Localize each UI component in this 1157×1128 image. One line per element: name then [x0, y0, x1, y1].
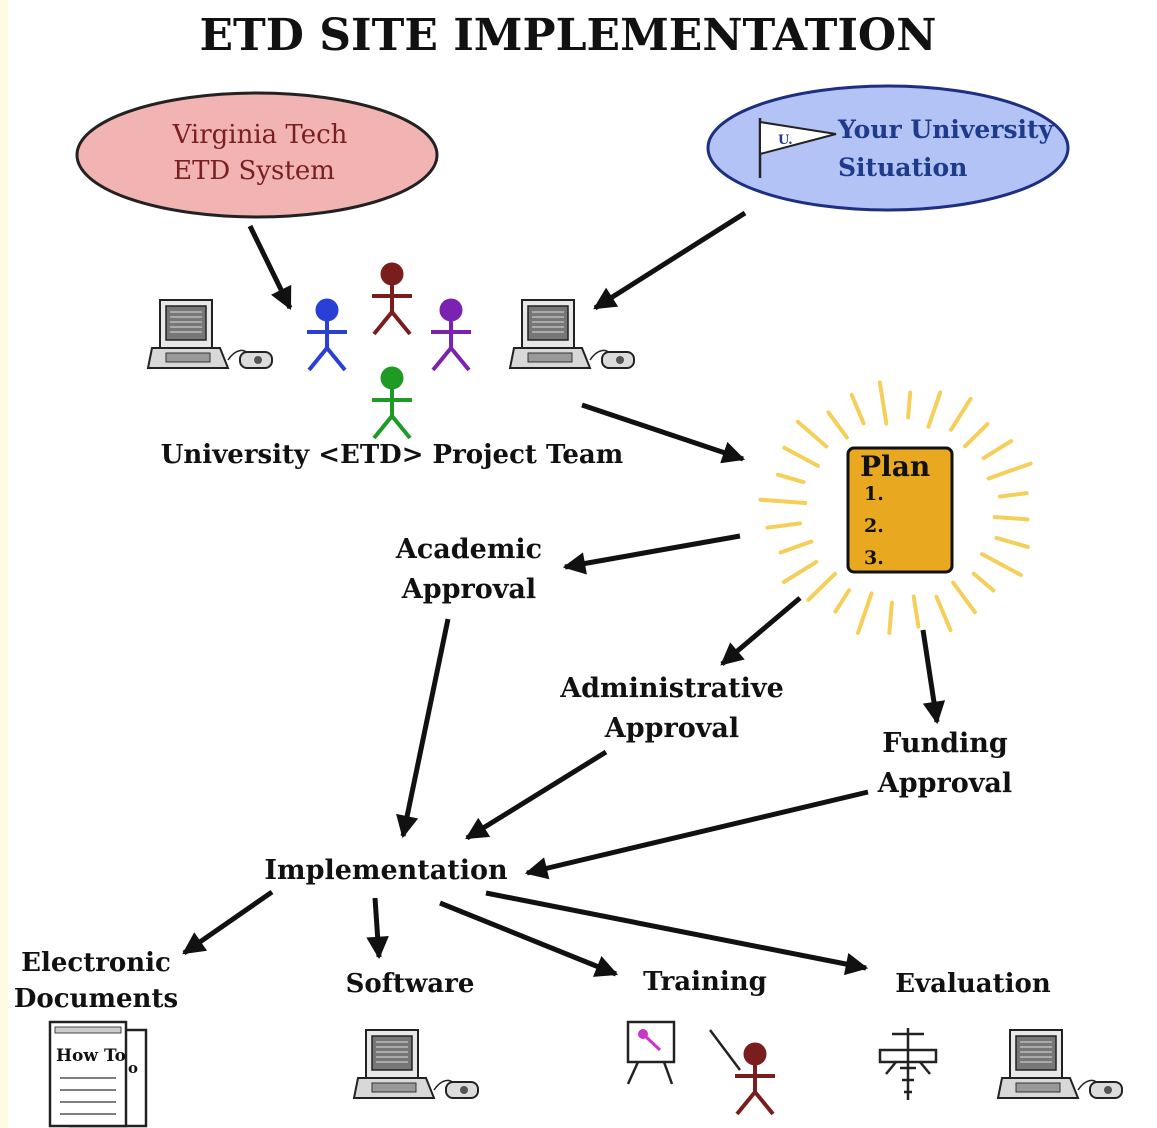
- instructor-person-icon: [733, 1041, 777, 1116]
- implementation-label: Implementation: [264, 855, 508, 886]
- electronic-line2: Documents: [14, 984, 178, 1014]
- sun-ray: [951, 580, 977, 615]
- funding-line1: Funding: [882, 728, 1008, 759]
- arrow-funding-to-implementation: [524, 789, 869, 880]
- arrow-vt-to-team: [247, 224, 293, 311]
- purple-person-icon: [429, 297, 473, 372]
- sun-ray: [887, 600, 894, 635]
- arrow-implementation-to-training: [439, 900, 619, 977]
- sun-ray: [992, 515, 1030, 522]
- univ-line1: Your University: [837, 115, 1055, 144]
- doc-text: How To: [56, 1046, 126, 1066]
- sun-ray: [971, 571, 996, 593]
- maroon-person-icon: [370, 261, 414, 336]
- sun-ray: [911, 594, 921, 629]
- arrow-implementation-to-evaluation: [485, 890, 869, 976]
- plan-node: Plan 1. 2. 3.: [758, 380, 1033, 635]
- funding-line2: Approval: [877, 768, 1012, 799]
- sun-rays: [758, 380, 1033, 635]
- software-label: Software: [346, 969, 475, 999]
- sun-ray: [906, 390, 913, 420]
- sun-ray: [926, 390, 943, 429]
- arrow-administrative-to-implementation: [465, 749, 608, 841]
- flow-arrows: [182, 210, 946, 977]
- plan-item-2: 2.: [864, 515, 884, 537]
- arrow-implementation-to-software: [366, 897, 389, 960]
- sun-ray: [856, 591, 874, 635]
- vt-line2: ETD System: [173, 156, 335, 186]
- plan-title: Plan: [860, 450, 930, 483]
- sun-ray: [963, 422, 990, 449]
- sun-ray: [781, 559, 819, 584]
- arrow-plan-to-administrative: [720, 596, 802, 666]
- plan-item-3: 3.: [864, 547, 884, 569]
- electronic-line1: Electronic: [21, 948, 171, 978]
- sun-ray: [806, 571, 837, 602]
- academic-line2: Approval: [401, 574, 536, 605]
- arrow-plan-to-academic: [562, 533, 741, 575]
- arrow-implementation-to-documents: [182, 889, 274, 956]
- administrative-line2: Approval: [604, 713, 739, 744]
- plan-item-1: 1.: [864, 483, 884, 505]
- easel-icon: [626, 1020, 676, 1085]
- academic-line1: Academic: [395, 534, 542, 565]
- your-university-node: U. Your University Situation: [706, 84, 1070, 212]
- sun-ray: [795, 419, 829, 449]
- team-left-computer-icon: [147, 299, 273, 369]
- team-right-computer-icon: [509, 299, 635, 369]
- arrow-plan-to-funding: [920, 629, 946, 725]
- sun-ray: [934, 594, 953, 633]
- sun-ray: [994, 535, 1030, 549]
- sun-ray: [849, 393, 866, 426]
- arrow-team-to-plan: [581, 402, 746, 464]
- doc-side-text: o: [128, 1059, 138, 1077]
- sun-ray: [826, 410, 849, 440]
- sun-ray: [758, 497, 808, 505]
- administrative-line1: Administrative: [559, 673, 784, 704]
- software-computer-icon: [353, 1029, 479, 1099]
- how-to-document-icon: How To o: [48, 1020, 148, 1128]
- evaluation-computer-icon: [997, 1029, 1123, 1099]
- sun-ray: [778, 539, 814, 555]
- blue-person-icon: [305, 297, 349, 372]
- vt-line1: Virginia Tech: [172, 120, 348, 150]
- training-label: Training: [643, 967, 767, 997]
- pennant-flag-icon: U.: [758, 118, 837, 178]
- sun-ray: [980, 552, 1023, 577]
- sun-ray: [833, 588, 851, 614]
- sun-ray: [981, 439, 1014, 461]
- green-person-icon: [370, 365, 414, 440]
- left-edge-strip: [0, 0, 8, 1128]
- univ-line2: Situation: [838, 153, 967, 182]
- project-team-label: University <ETD> Project Team: [161, 440, 624, 470]
- sun-ray: [997, 491, 1029, 499]
- virginia-tech-node: Virginia Tech ETD System: [75, 91, 439, 219]
- arrow-univ-to-team: [593, 210, 747, 311]
- sun-ray: [986, 461, 1033, 481]
- flag-text: U.: [778, 133, 793, 148]
- sun-ray: [877, 380, 889, 426]
- diagram-title: ETD SITE IMPLEMENTATION: [200, 10, 937, 61]
- sun-ray: [782, 445, 820, 468]
- evaluation-label: Evaluation: [895, 969, 1051, 999]
- pointer-stick: [709, 1029, 741, 1071]
- arrow-academic-to-implementation: [396, 618, 451, 839]
- sun-ray: [949, 396, 973, 432]
- measuring-tool-icon: [878, 1028, 938, 1100]
- sun-ray: [765, 521, 803, 530]
- sun-ray: [775, 472, 806, 485]
